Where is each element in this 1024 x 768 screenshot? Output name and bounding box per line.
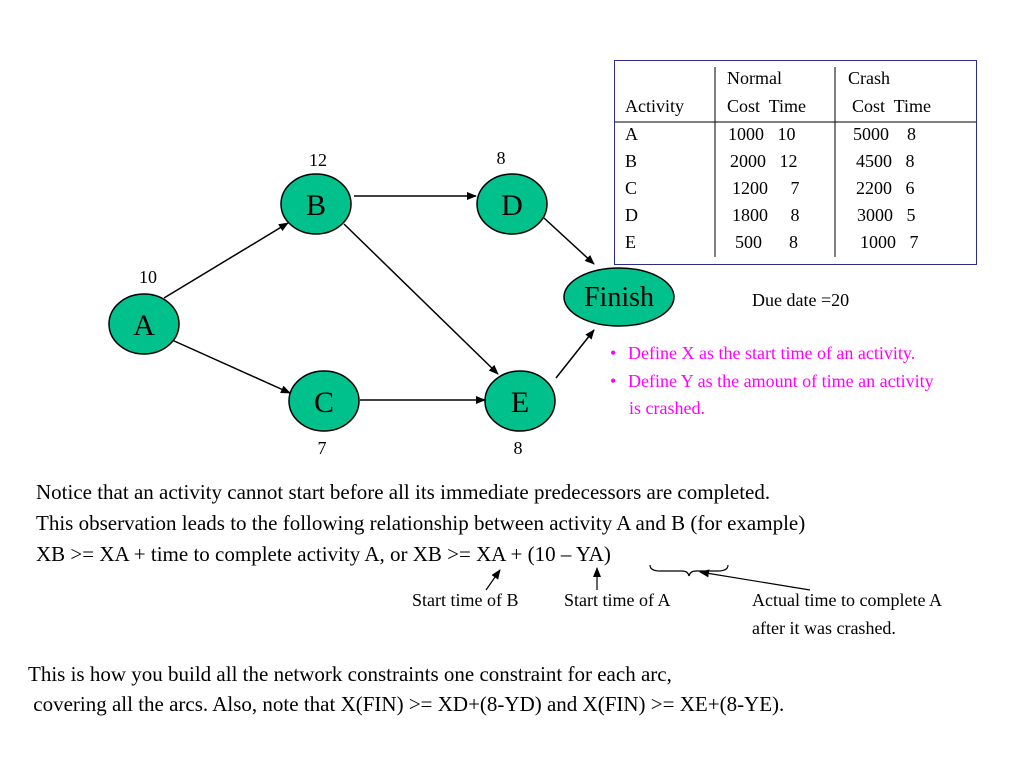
annotation-start-time-a: Start time of A — [564, 590, 671, 610]
table-row-activity: E — [625, 232, 636, 252]
duration-d: 8 — [497, 148, 506, 168]
bullet-define-x: Define X as the start time of an activit… — [628, 343, 916, 363]
node-b: B — [280, 173, 352, 235]
node-c: C — [288, 370, 360, 432]
brace-10-ya — [649, 564, 729, 577]
table-header-crash: Crash — [848, 68, 890, 88]
pointer-actual-time — [699, 569, 811, 591]
duration-a: 10 — [139, 267, 157, 287]
annotation-actual-time: Actual time to complete A — [752, 590, 942, 610]
arc-a-b — [163, 222, 289, 299]
pointer-start-b — [485, 569, 501, 591]
node-d-label: D — [501, 189, 523, 222]
arc-d-finish — [543, 217, 595, 265]
activity-table — [614, 60, 977, 265]
table-row-activity: C — [625, 178, 638, 198]
bullet-define-y-continued: is crashed. — [629, 398, 705, 418]
node-a-label: A — [133, 309, 155, 342]
table-row-crash: 3000 5 — [857, 205, 916, 225]
table-row-activity: A — [625, 124, 638, 144]
bullet-marker: • — [610, 343, 617, 363]
table-row-normal: 2000 12 — [730, 151, 798, 171]
table-row-crash: 5000 8 — [853, 124, 916, 144]
table-row-normal: 1000 10 — [728, 124, 796, 144]
arc-a-c — [171, 339, 291, 394]
annotation-start-time-b: Start time of B — [412, 590, 519, 610]
duration-e: 8 — [514, 438, 523, 458]
table-row-crash: 2200 6 — [856, 178, 915, 198]
table-header-activity: Activity — [625, 96, 684, 116]
node-a: A — [108, 293, 180, 355]
node-c-label: C — [314, 386, 334, 419]
table-row-normal: 1800 8 — [732, 205, 800, 225]
due-date: Due date =20 — [752, 290, 850, 310]
table-header-normal: Normal — [727, 68, 782, 88]
bullet-define-y: Define Y as the amount of time an activi… — [628, 371, 934, 391]
arc-b-e — [343, 223, 499, 375]
table-row-activity: B — [625, 151, 638, 171]
footer-line-1: This is how you build all the network co… — [28, 662, 672, 686]
bullet-marker: • — [610, 371, 617, 391]
note-line-2: This observation leads to the following … — [36, 511, 806, 535]
table-lines — [615, 67, 976, 257]
duration-c: 7 — [318, 438, 327, 458]
table-row-crash: 4500 8 — [856, 151, 915, 171]
node-finish-label: Finish — [584, 282, 654, 313]
note-line-3-constraint: XB >= XA + time to complete activity A, … — [36, 542, 611, 566]
annotation-actual-time-continued: after it was crashed. — [752, 618, 896, 638]
node-e-label: E — [511, 386, 529, 419]
node-b-label: B — [306, 189, 326, 222]
node-d: D — [476, 173, 548, 235]
table-header-normal-cost-time: Cost Time — [727, 96, 807, 116]
table-row-crash: 1000 7 — [860, 232, 919, 252]
note-line-1: Notice that an activity cannot start bef… — [36, 480, 771, 504]
arc-e-finish — [555, 329, 595, 379]
table-row-activity: D — [625, 205, 638, 225]
footer-line-2: covering all the arcs. Also, note that X… — [28, 692, 785, 716]
table-row-normal: 1200 7 — [732, 178, 800, 198]
node-e: E — [484, 370, 556, 432]
table-header-crash-cost-time: Cost Time — [852, 96, 932, 116]
duration-b: 12 — [309, 150, 327, 170]
node-finish: Finish — [563, 267, 675, 327]
table-row-normal: 500 8 — [735, 232, 798, 252]
